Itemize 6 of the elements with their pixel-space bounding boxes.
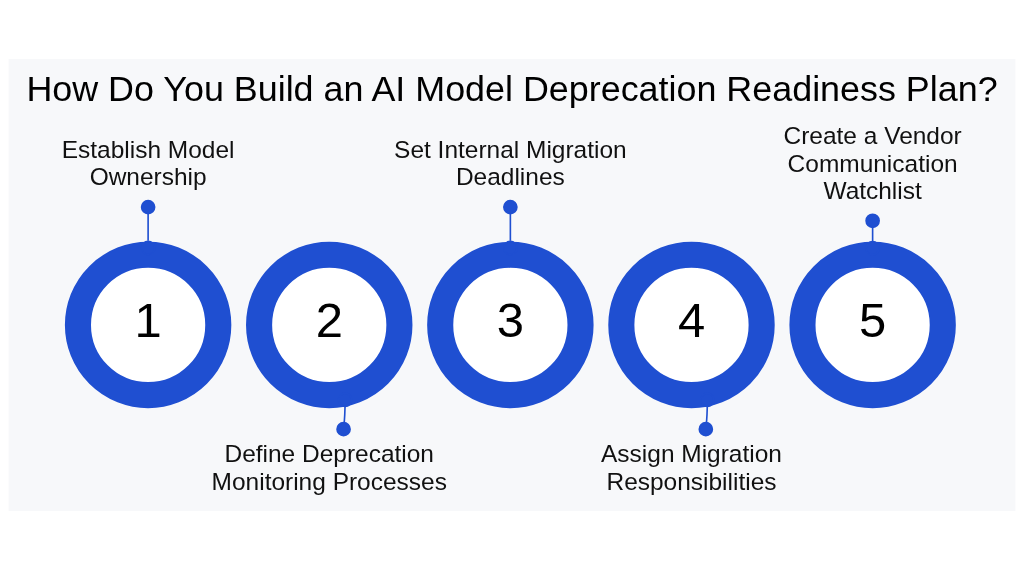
diagram-title: How Do You Build an AI Model Deprecation Readiness Plan? bbox=[26, 68, 998, 109]
node-text: Create a Vendor Communication Watchlist bbox=[783, 121, 962, 205]
node-text: Assign Migration Responsibilities bbox=[601, 440, 782, 495]
node-text: Set Internal Migration Deadlines bbox=[394, 135, 627, 191]
node-text: Establish Model Ownership bbox=[61, 135, 235, 191]
node-text: Define Deprecation Monitoring Processes bbox=[211, 440, 447, 495]
